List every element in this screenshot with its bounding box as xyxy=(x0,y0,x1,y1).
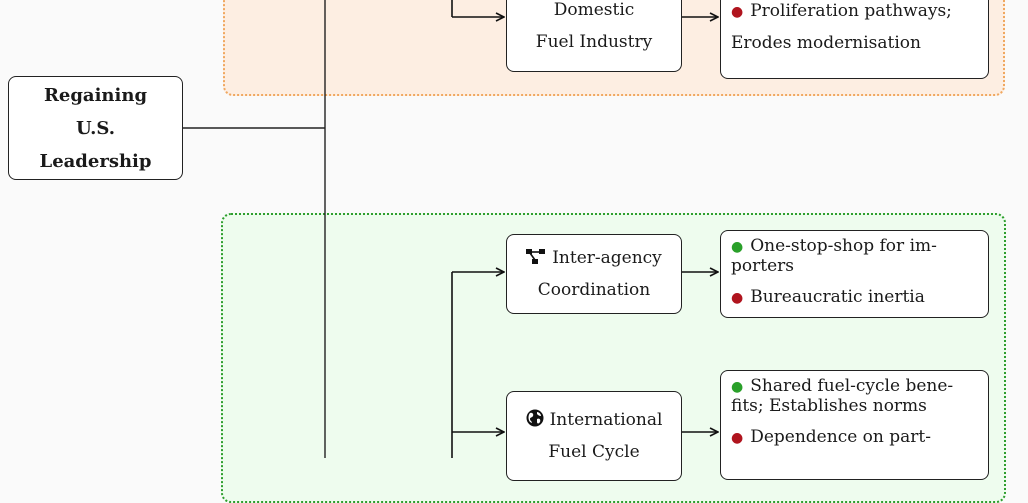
international-pro-line-2: fits; Establishes norms xyxy=(731,396,927,416)
interagency-con-text: Bureaucratic inertia xyxy=(750,287,925,307)
root-node: Regaining U.S. Leadership xyxy=(8,76,183,180)
connector-lines xyxy=(183,0,1028,458)
domestic-line-2: Fuel Industry xyxy=(535,32,653,52)
root-line-3: Leadership xyxy=(39,150,152,172)
con-bullet-icon: ● xyxy=(731,4,744,20)
pro-bullet-icon: ● xyxy=(731,379,744,395)
international-fuel-cycle-node: International Fuel Cycle xyxy=(506,391,682,481)
domestic-con-continuation: Erodes modernisation xyxy=(731,33,921,53)
international-pro-line-1: Shared fuel-cycle bene- xyxy=(750,376,954,396)
international-line-1: International xyxy=(549,410,663,430)
domestic-outcome-box: security ●Proliferation pathways; Erodes… xyxy=(720,0,989,79)
interagency-pro-line-2: porters xyxy=(731,256,794,276)
con-bullet-icon: ● xyxy=(731,290,744,306)
international-line-2: Fuel Cycle xyxy=(548,442,640,462)
domestic-con-text: Proliferation pathways; xyxy=(750,1,952,21)
interagency-line-2: Coordination xyxy=(537,280,651,300)
network-icon xyxy=(526,249,546,264)
pro-bullet-icon: ● xyxy=(731,239,744,255)
interagency-pro-line-1: One-stop-shop for im- xyxy=(750,236,937,256)
international-outcome-box: ● Shared fuel-cycle bene-fits; Establishe… xyxy=(720,370,989,480)
interagency-coordination-node: Inter-agency Coordination xyxy=(506,234,682,314)
domestic-line-1: Domestic xyxy=(553,0,635,20)
domestic-fuel-industry-node: Domestic Fuel Industry xyxy=(506,0,682,72)
international-con-text: Dependence on part- xyxy=(750,427,931,447)
interagency-outcome-box: ● One-stop-shop for im-porters ● Bureaucra… xyxy=(720,230,989,318)
con-bullet-icon: ● xyxy=(731,430,744,446)
root-line-1: Regaining xyxy=(43,84,148,106)
globe-icon xyxy=(526,409,544,427)
interagency-line-1: Inter-agency xyxy=(552,248,662,268)
root-line-2: U.S. xyxy=(76,117,115,139)
